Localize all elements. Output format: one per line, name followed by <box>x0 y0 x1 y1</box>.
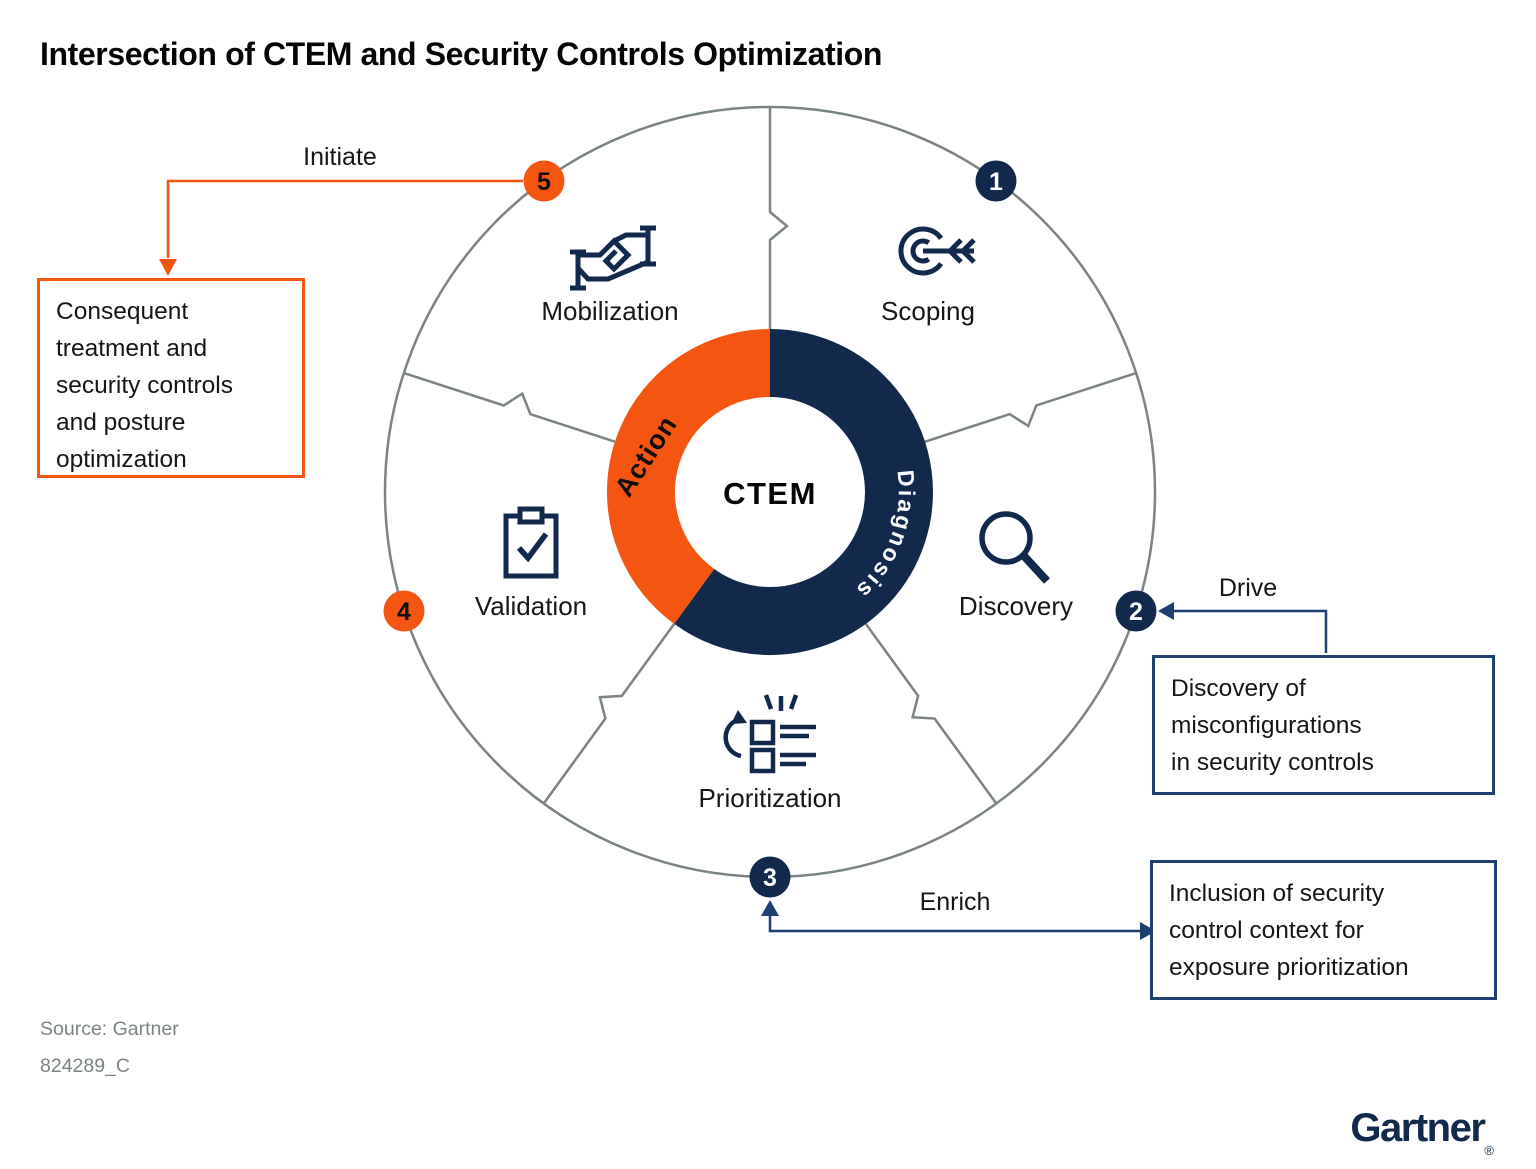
initiate-connector <box>159 179 523 276</box>
page-title: Intersection of CTEM and Security Contro… <box>40 36 883 72</box>
step-badge-3: 3 <box>749 856 791 898</box>
step-badge-5: 5 <box>523 160 565 202</box>
enrich-connector <box>761 900 1156 940</box>
svg-text:4: 4 <box>397 598 411 626</box>
document-id: 824289_C <box>40 1055 130 1077</box>
initiate-arrow-label: Initiate <box>303 143 377 171</box>
magnifier-icon <box>979 511 1050 584</box>
segment-label-prioritization: Prioritization <box>698 783 842 813</box>
prioritization-list-icon <box>723 694 816 774</box>
target-arrow-icon <box>898 226 976 276</box>
divider <box>403 371 616 443</box>
handshake-icon <box>570 225 656 291</box>
gartner-logo: Gartner® <box>1350 1106 1494 1158</box>
segment-label-validation: Validation <box>474 591 588 621</box>
step-badge-2: 2 <box>1115 590 1157 632</box>
source-text: Source: Gartner <box>40 1018 179 1040</box>
arrow-right-icon <box>1140 922 1156 940</box>
svg-text:1: 1 <box>989 168 1003 196</box>
arrow-up-icon <box>761 900 779 916</box>
gartner-logo-text: Gartner <box>1350 1106 1486 1150</box>
diagnosis-arc <box>674 329 933 655</box>
segment-label-scoping: Scoping <box>881 296 975 326</box>
divider <box>864 623 998 805</box>
clipboard-check-icon <box>503 506 559 579</box>
segment-label-mobilization: Mobilization <box>541 296 679 326</box>
registered-mark: ® <box>1484 1143 1494 1158</box>
drive-arrow-label: Drive <box>1218 574 1278 602</box>
svg-text:5: 5 <box>537 168 551 196</box>
svg-text:3: 3 <box>763 864 777 892</box>
divider <box>768 107 789 329</box>
ctem-center-label: CTEM <box>723 476 817 511</box>
action-arc <box>606 329 771 624</box>
step-badge-4: 4 <box>383 590 425 632</box>
drive-callout-box: Discovery of misconfigurations in securi… <box>1152 655 1495 795</box>
divider <box>542 623 676 805</box>
segment-dividers <box>403 107 1137 805</box>
enrich-callout-box: Inclusion of security control context fo… <box>1150 860 1497 1000</box>
drive-connector <box>1158 602 1328 653</box>
segment-label-discovery: Discovery <box>958 591 1074 621</box>
enrich-arrow-label: Enrich <box>919 888 991 916</box>
initiate-callout-box: Consequent treatment and security contro… <box>37 278 305 478</box>
step-badge-1: 1 <box>975 160 1017 202</box>
svg-text:2: 2 <box>1129 598 1143 626</box>
arrow-down-icon <box>159 259 177 276</box>
arrow-left-icon <box>1158 602 1174 620</box>
divider <box>924 371 1137 443</box>
